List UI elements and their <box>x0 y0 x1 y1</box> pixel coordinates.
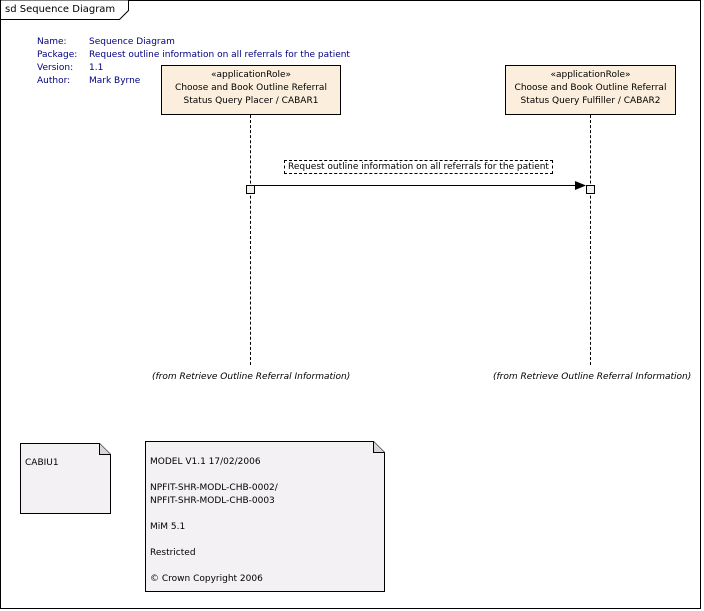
note-line <box>150 508 278 521</box>
meta-key: Package: <box>37 50 78 60</box>
from-label-placer: (from Retrieve Outline Referral Informat… <box>152 372 351 382</box>
activation-fulfiller <box>586 185 595 194</box>
note-line: MODEL V1.1 17/02/2006 <box>150 457 261 467</box>
note-line: © Crown Copyright 2006 <box>150 574 263 584</box>
meta-key: Author: <box>37 76 71 86</box>
application-role-fulfiller[interactable]: «applicationRole» Choose and Book Outlin… <box>505 65 676 115</box>
role-name-line1: Choose and Book Outline Referral <box>175 83 327 93</box>
meta-value: Request outline information on all refer… <box>89 50 350 60</box>
note-line: NPFIT-SHR-MODL-CHB-0003 <box>150 496 275 506</box>
note-text: CABIU1 <box>25 457 59 470</box>
meta-version-row: Version: 1.1 <box>37 62 350 75</box>
role-name-line2: Status Query Placer / CABAR1 <box>183 96 319 106</box>
lifeline-fulfiller <box>590 115 591 365</box>
meta-value: 1.1 <box>89 63 104 73</box>
activation-placer <box>246 185 255 194</box>
diagram-metadata: Name: Sequence Diagram Package: Request … <box>37 36 350 88</box>
meta-name-row: Name: Sequence Diagram <box>37 36 350 49</box>
role-stereotype: «applicationRole» <box>210 70 292 80</box>
note-cabiu1[interactable]: CABIU1 <box>20 443 111 514</box>
note-text: MODEL V1.1 17/02/2006 NPFIT-SHR-MODL-CHB… <box>150 456 278 586</box>
frame-title: sd Sequence Diagram <box>5 4 116 15</box>
note-shape <box>20 443 111 514</box>
frame-tab-shape <box>0 0 129 20</box>
note-line: Restricted <box>150 548 196 558</box>
from-label-fulfiller: (from Retrieve Outline Referral Informat… <box>493 372 692 382</box>
role-name-line2: Status Query Fulfiller / CABAR2 <box>520 96 661 106</box>
meta-value: Sequence Diagram <box>89 37 175 47</box>
lifeline-placer <box>250 115 251 365</box>
note-line: CABIU1 <box>25 458 59 468</box>
note-line: MiM 5.1 <box>150 522 186 532</box>
meta-key: Name: <box>37 37 67 47</box>
note-model-info[interactable]: MODEL V1.1 17/02/2006 NPFIT-SHR-MODL-CHB… <box>145 441 385 592</box>
arrowhead-icon <box>575 181 586 190</box>
note-line <box>150 534 278 547</box>
message-line <box>255 185 579 186</box>
role-name-line1: Choose and Book Outline Referral <box>514 83 667 93</box>
meta-author-row: Author: Mark Byrne <box>37 75 350 88</box>
meta-package-row: Package: Request outline information on … <box>37 49 350 62</box>
message-label[interactable]: Request outline information on all refer… <box>284 160 553 174</box>
role-stereotype: «applicationRole» <box>550 70 631 80</box>
application-role-placer[interactable]: «applicationRole» Choose and Book Outlin… <box>161 65 341 115</box>
note-shape <box>145 441 385 592</box>
meta-value: Mark Byrne <box>89 76 141 86</box>
meta-key: Version: <box>37 63 74 73</box>
note-line <box>150 560 278 573</box>
note-line: NPFIT-SHR-MODL-CHB-0002/ <box>150 483 278 493</box>
note-line <box>150 469 278 482</box>
